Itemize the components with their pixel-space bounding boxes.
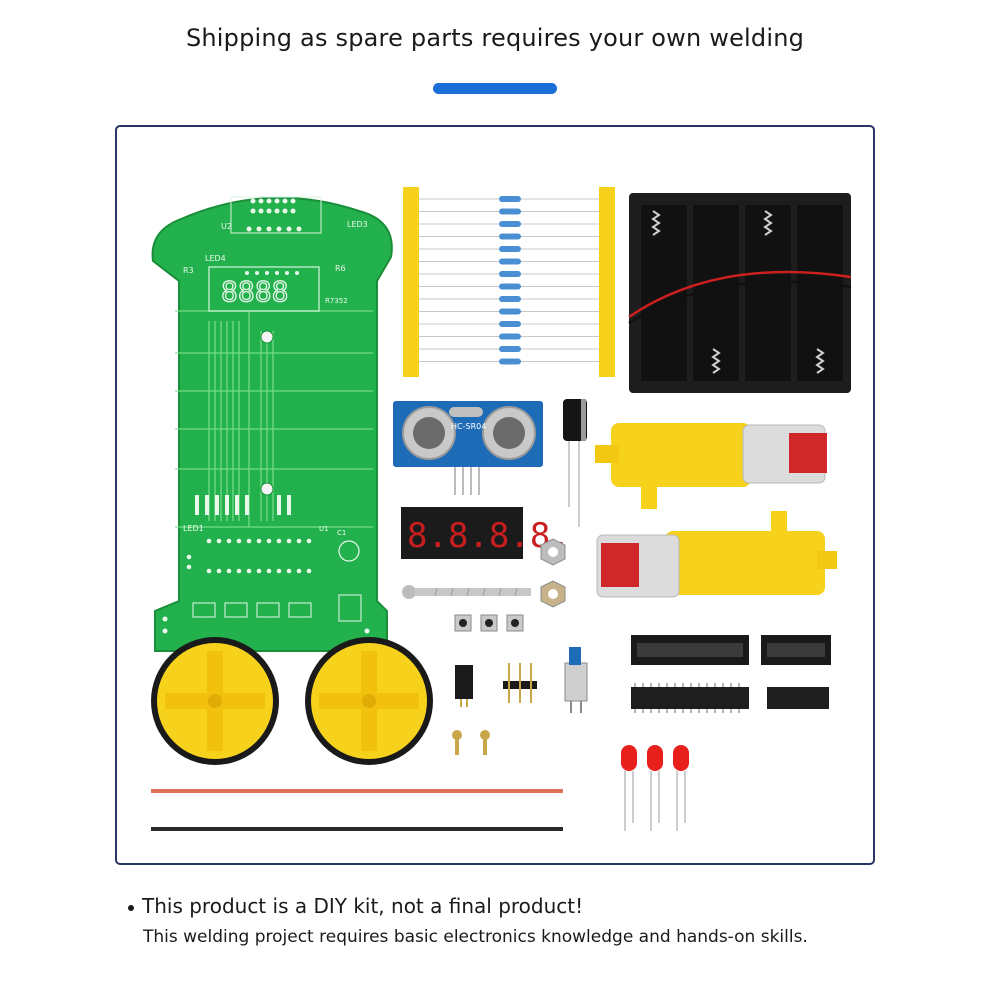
pcb-label-led3: LED3 (347, 220, 368, 229)
wheel-left (151, 637, 279, 765)
pcb-label-c1: C1 (337, 529, 346, 537)
jumper-wires (151, 789, 563, 831)
pcb-label-led4: LED4 (205, 254, 226, 263)
pcb-label-model: R7352 (325, 297, 348, 305)
resistor-strip (403, 187, 615, 377)
push-switch (564, 647, 588, 713)
wheel-right (305, 637, 433, 765)
pcb-label-r3: R3 (183, 266, 194, 275)
hex-nuts (540, 538, 566, 608)
skill-note: This welding project requires basic elec… (143, 927, 808, 947)
pcb-label-u1: U1 (319, 525, 329, 533)
pcb-display-outline: 8888 (221, 275, 288, 308)
kit-notice: This product is a DIY kit, not a final p… (128, 894, 583, 918)
page-title: Shipping as spare parts requires your ow… (185, 24, 805, 52)
tactile-buttons (454, 614, 524, 632)
gear-motor-top (595, 423, 827, 509)
sensor-label: HC-SR04 (451, 422, 486, 431)
male-header (503, 663, 537, 703)
driver-chip (767, 687, 829, 709)
pcb-label-u2: U2 (221, 222, 232, 231)
bullet-icon (128, 904, 134, 911)
female-header (455, 665, 473, 707)
gear-motor-bottom (596, 511, 837, 598)
pcb-label-r6: R6 (335, 264, 346, 273)
pcb-label-led1: LED1 (183, 524, 204, 533)
long-screw (402, 585, 531, 599)
red-leds (621, 745, 689, 831)
ultrasonic-sensor: HC-SR04 (393, 401, 543, 495)
capacitor (563, 399, 587, 527)
microcontroller-chip (631, 683, 749, 713)
ic-socket-16 (761, 635, 831, 665)
battery-holder (628, 193, 852, 393)
kit-notice-text: This product is a DIY kit, not a final p… (142, 894, 584, 918)
pcb-board: U2 LED3 LED4 R3 R6 8888 R7352 LED1 U1 C1 (151, 196, 393, 652)
kit-components-photo: U2 LED3 LED4 R3 R6 8888 R7352 LED1 U1 C1 (151, 187, 852, 831)
small-screws (452, 730, 490, 755)
ic-socket-28 (631, 635, 749, 665)
title-underline (433, 83, 557, 94)
